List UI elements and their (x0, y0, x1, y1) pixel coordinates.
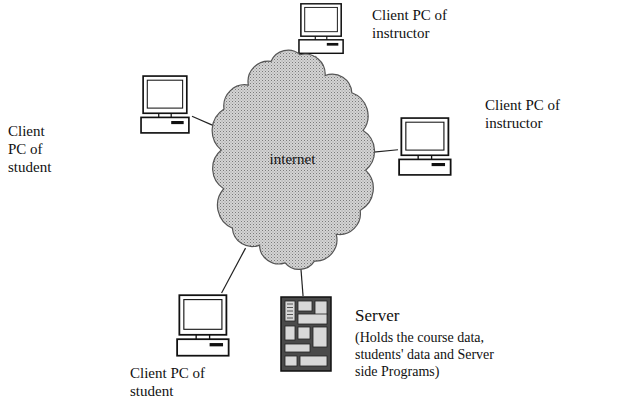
client-pc: Client PC of student (176, 293, 232, 359)
network-link (222, 248, 246, 293)
cloud-label: internet (205, 150, 380, 168)
network-link (301, 267, 303, 296)
node-label: Client PC of instructor (485, 96, 595, 132)
client-pc: Client PC of instructor (298, 2, 346, 56)
node-label: Client PC of instructor (372, 6, 482, 42)
server-icon (280, 296, 332, 372)
client-pc: Client PC of student (140, 74, 192, 136)
node-label: Client PC of student (130, 364, 240, 400)
pc-icon (140, 74, 192, 136)
network-cloud: internet (205, 44, 380, 276)
network-link (374, 150, 398, 152)
pc-icon (298, 2, 346, 56)
network-link (192, 116, 215, 126)
node-label: Server (355, 306, 505, 326)
node-note: (Holds the course data, students' data a… (355, 330, 495, 380)
pc-icon (176, 293, 232, 359)
node-label: Client PC of student (8, 122, 64, 176)
client-pc: Client PC of instructor (398, 116, 454, 178)
server-node: Server(Holds the course data, students' … (280, 296, 332, 372)
pc-icon (398, 116, 454, 178)
